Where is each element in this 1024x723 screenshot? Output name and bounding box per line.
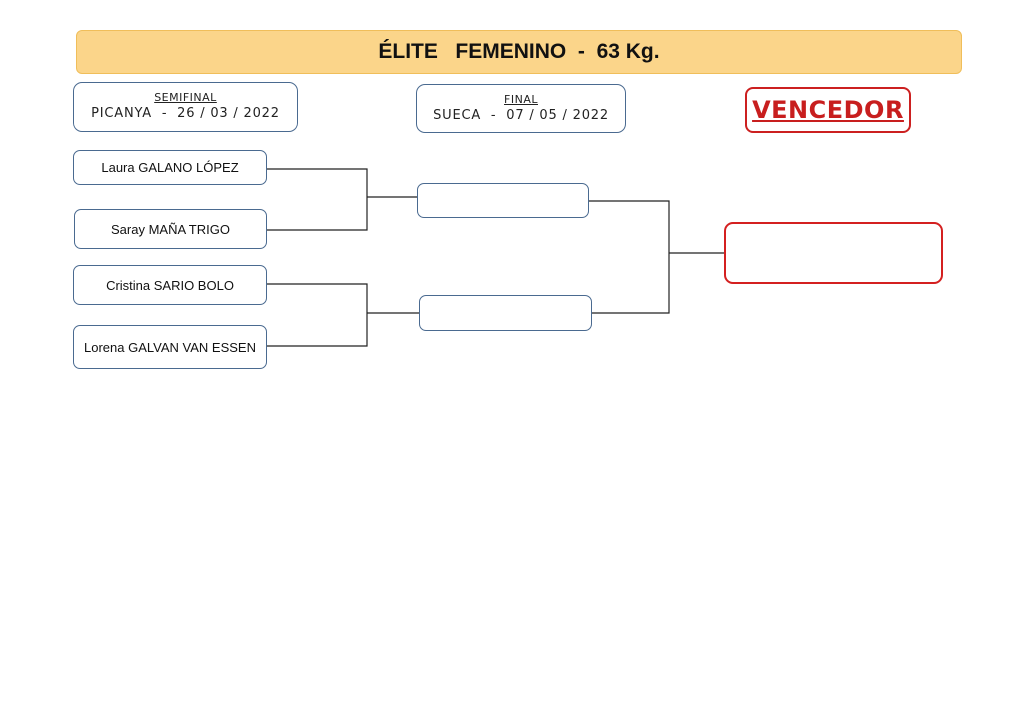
final-info: SUECA - 07 / 05 / 2022 bbox=[433, 107, 609, 123]
bracket-line-semi-1 bbox=[266, 168, 368, 231]
competitor-name-4: Lorena GALVAN VAN ESSEN bbox=[84, 339, 256, 355]
semifinal-header: SEMIFINAL PICANYA - 26 / 03 / 2022 bbox=[73, 82, 298, 132]
final-label: FINAL bbox=[504, 92, 538, 106]
bracket-line-final bbox=[589, 200, 670, 314]
page-title: ÉLITE FEMENINO - 63 Kg. bbox=[76, 30, 962, 74]
competitor-slot-4: Lorena GALVAN VAN ESSEN bbox=[73, 325, 267, 369]
competitor-slot-3: Cristina SARIO BOLO bbox=[73, 265, 267, 305]
final-header: FINAL SUECA - 07 / 05 / 2022 bbox=[416, 84, 626, 133]
competitor-slot-1: Laura GALANO LÓPEZ bbox=[73, 150, 267, 185]
competitor-slot-2: Saray MAÑA TRIGO bbox=[74, 209, 267, 249]
winner-header: VENCEDOR bbox=[745, 87, 911, 133]
competitor-name-2: Saray MAÑA TRIGO bbox=[111, 221, 230, 237]
final-slot-2 bbox=[419, 295, 592, 331]
semifinal-label: SEMIFINAL bbox=[154, 91, 217, 104]
winner-slot bbox=[724, 222, 943, 284]
competitor-name-3: Cristina SARIO BOLO bbox=[106, 277, 234, 293]
title-text: ÉLITE FEMENINO - 63 Kg. bbox=[378, 40, 660, 63]
winner-label-text: VENCEDOR bbox=[752, 96, 904, 124]
competitor-name-1: Laura GALANO LÓPEZ bbox=[101, 160, 239, 175]
bracket-line-semi-2 bbox=[266, 283, 368, 347]
final-slot-1 bbox=[417, 183, 589, 218]
semifinal-info: PICANYA - 26 / 03 / 2022 bbox=[91, 106, 280, 121]
